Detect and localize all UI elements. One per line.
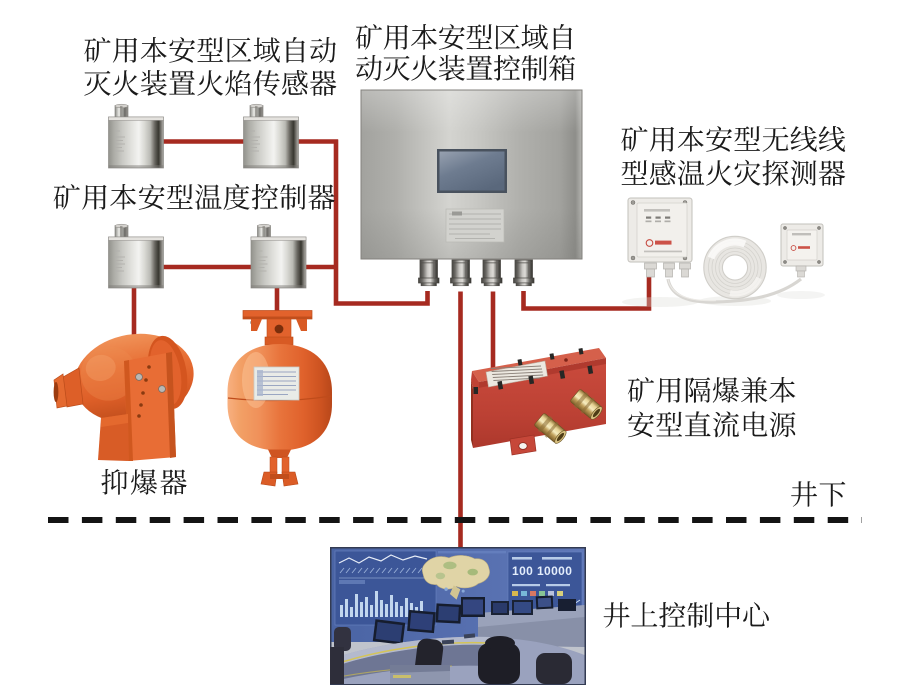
svg-text:100 10000: 100 10000 [512,564,572,578]
